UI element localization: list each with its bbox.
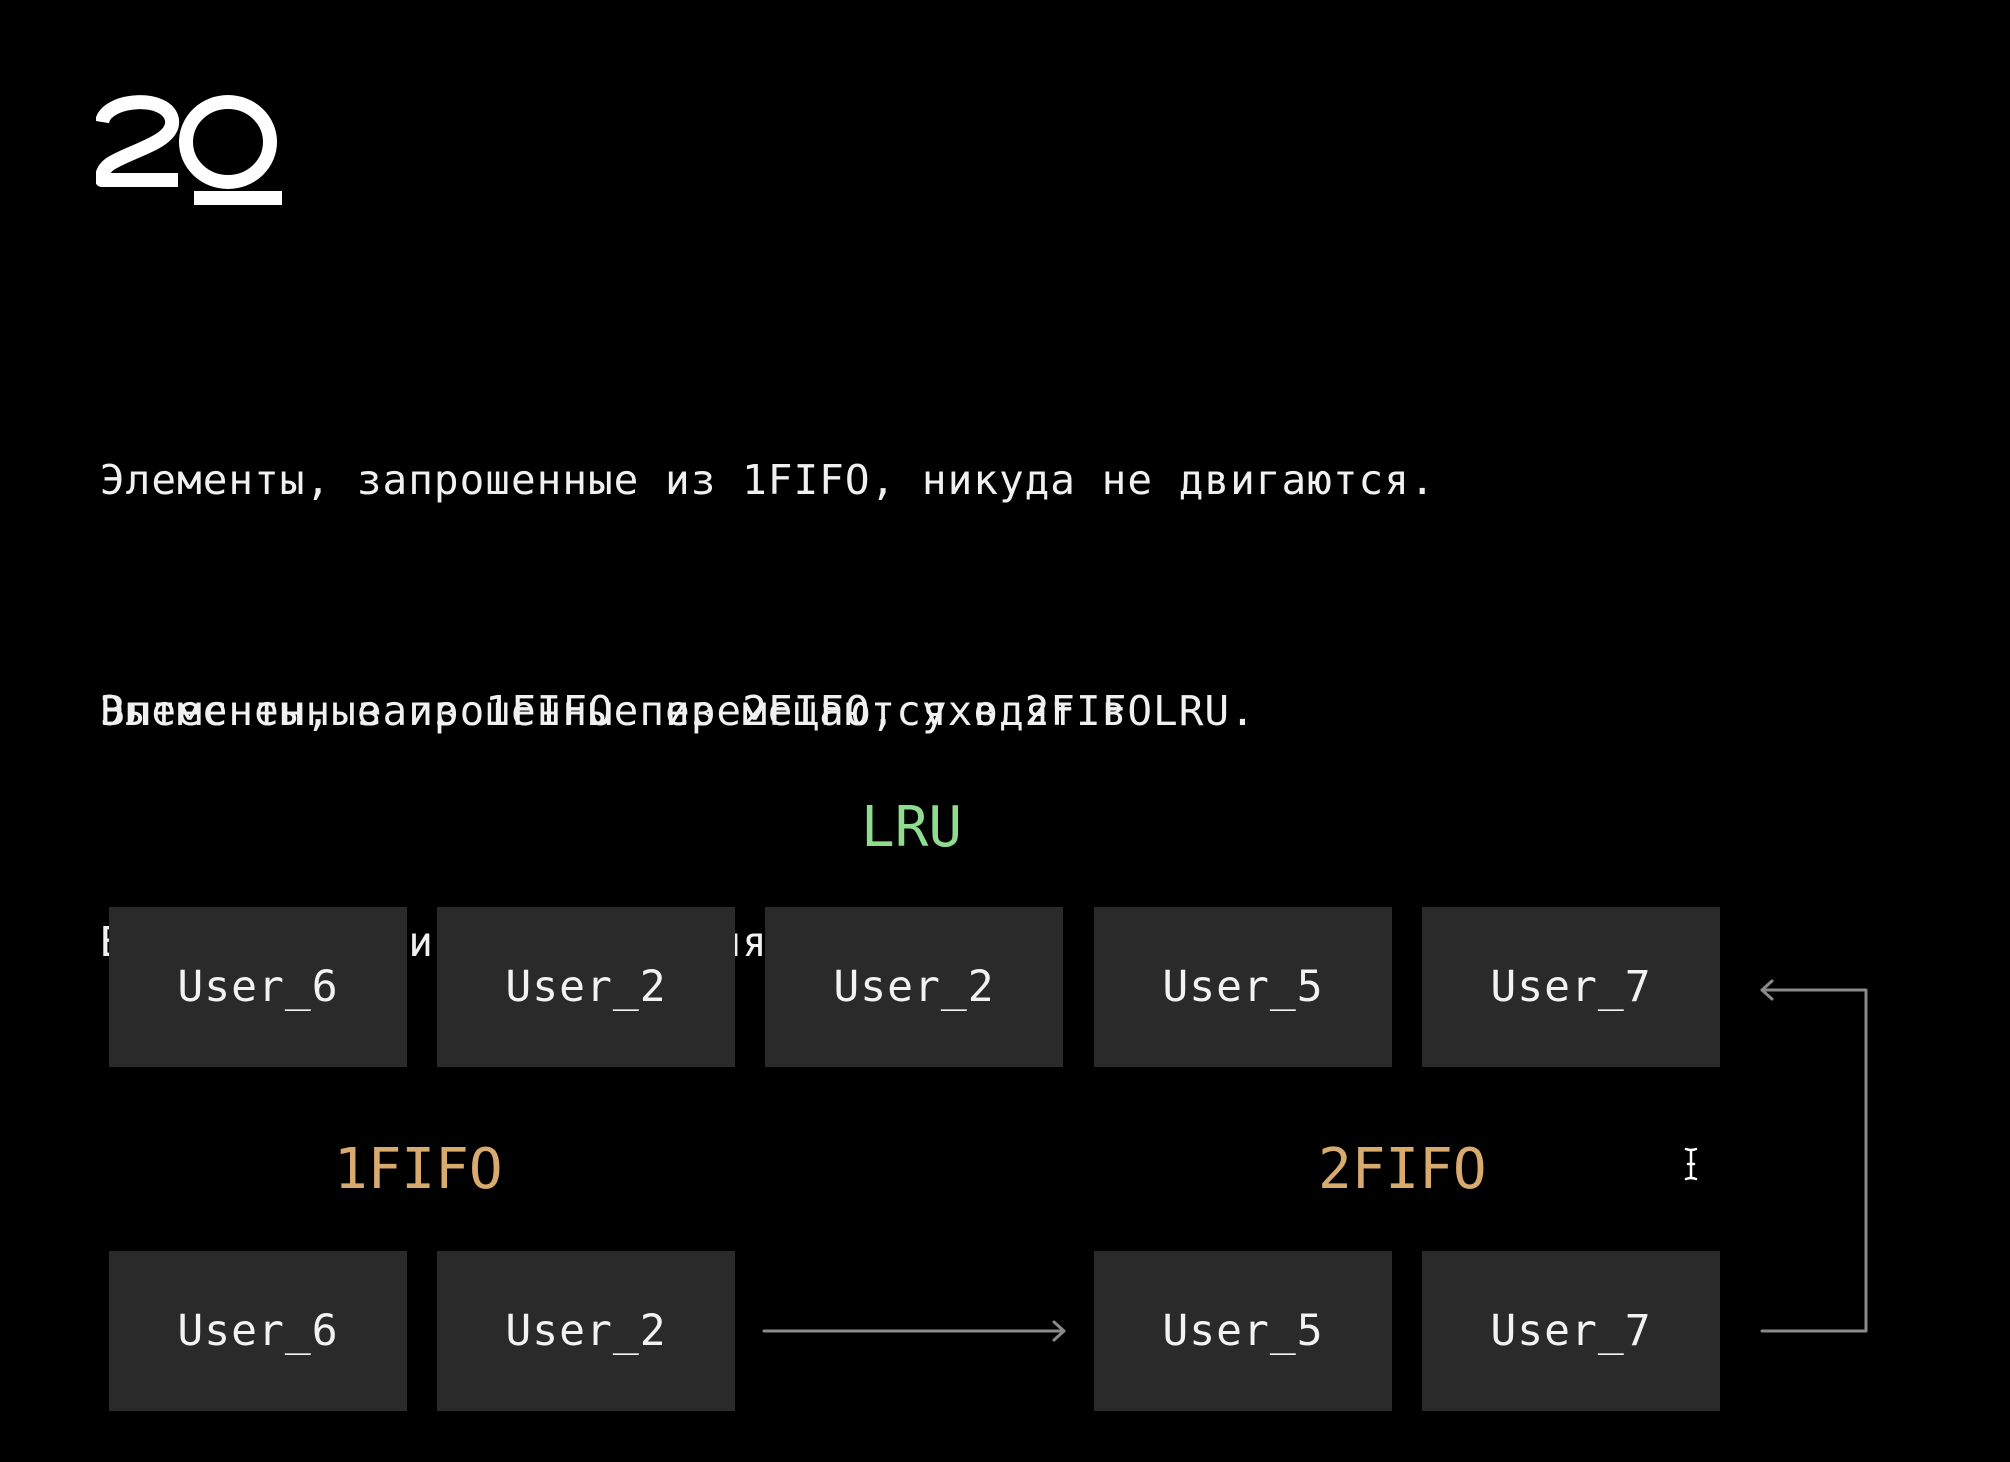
text-cursor-icon <box>1684 1147 1698 1181</box>
arrow-right-icon <box>762 1320 1066 1342</box>
fifo-2-cell: User_7 <box>1422 1251 1720 1411</box>
lru-cell: User_6 <box>109 907 407 1067</box>
lru-cell: User_2 <box>437 907 735 1067</box>
description-line: Вытесненные из 1FIFO перемещаются в 2FIF… <box>100 687 1154 735</box>
lru-cell: User_5 <box>1094 907 1392 1067</box>
fifo-1-cell: User_2 <box>437 1251 735 1411</box>
description-line: Элементы, запрошенные из 1FIFO, никуда н… <box>100 456 1436 504</box>
description-line: Элементы, запрошенные из 2FIFO, уходят в… <box>100 687 1256 735</box>
arrow-left-icon <box>1760 979 1868 1333</box>
logo-20 <box>96 95 282 205</box>
description-block-1: Элементы, запрошенные из 1FIFO, никуда н… <box>100 288 1436 827</box>
lru-cell: User_7 <box>1422 907 1720 1067</box>
fifo-2-label: 2FIFO <box>1318 1137 1487 1202</box>
fifo-1-cell: User_6 <box>109 1251 407 1411</box>
fifo-2-cell: User_5 <box>1094 1251 1392 1411</box>
lru-label: LRU <box>861 795 963 860</box>
lru-cell: User_2 <box>765 907 1063 1067</box>
fifo-1-label: 1FIFO <box>334 1137 503 1202</box>
